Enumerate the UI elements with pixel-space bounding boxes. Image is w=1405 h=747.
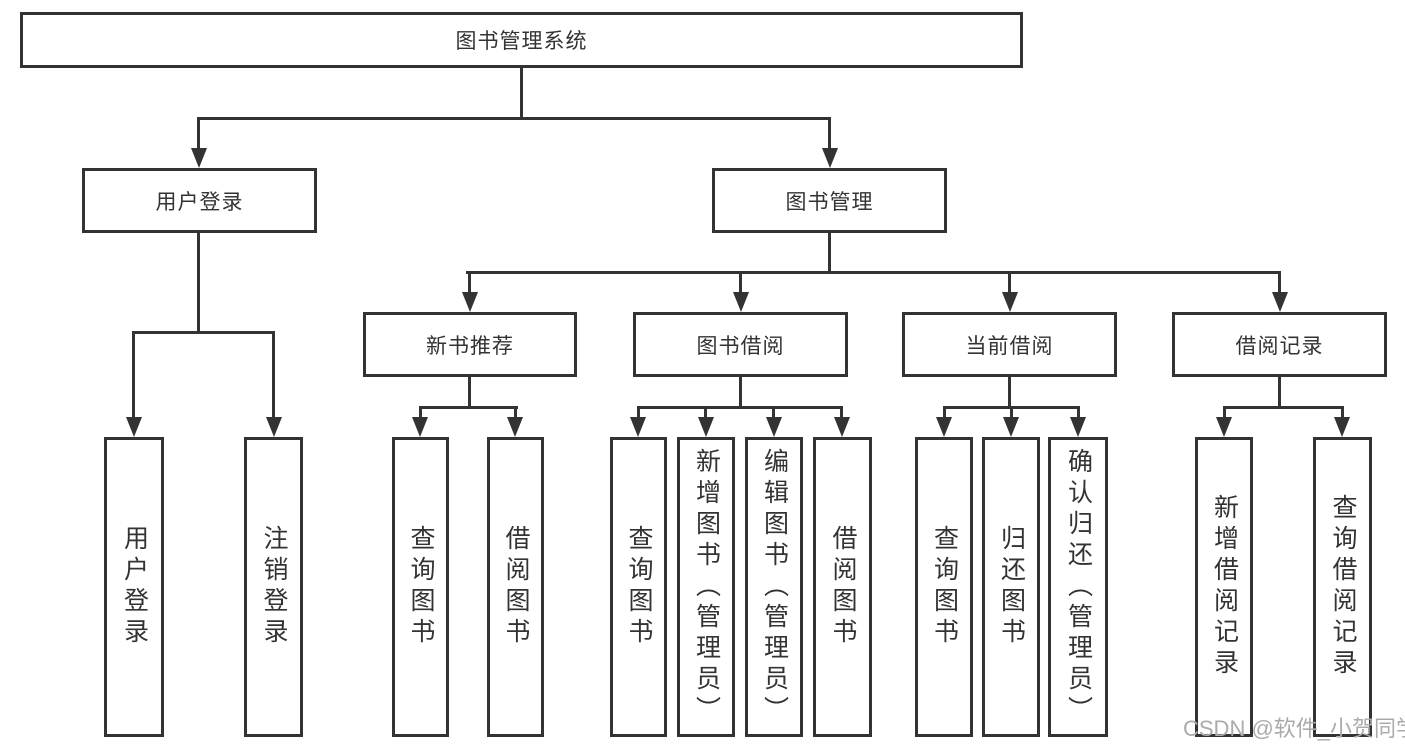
node-borrowing-records: 借阅记录 [1172,312,1387,377]
leaf-label: 注销登录 [260,525,288,649]
connector-line [1223,406,1226,419]
connector-line [132,331,275,334]
node-label: 新书推荐 [426,334,514,358]
arrow-down-icon [1002,292,1018,312]
node-label: 图书管理系统 [455,30,588,53]
connector-line [828,232,831,274]
connector-line [1278,271,1281,294]
leaf-label: 借阅图书 [502,525,530,649]
connector-line [1010,406,1013,419]
arrow-down-icon [834,417,850,437]
node-label: 借阅记录 [1235,334,1324,358]
connector-line [739,377,742,409]
connector-line [468,271,471,294]
connector-line [468,377,471,409]
connector-line [828,117,831,150]
leaf-label: 归还图书 [997,525,1026,649]
leaf-label: 确认归还（管理员） [1064,447,1093,727]
connector-line [1223,406,1344,409]
connector-line [197,117,831,120]
connector-line [943,406,946,419]
leaf-borrow-books: 借阅图书 [813,437,872,737]
leaf-borrow-books-recommend: 借阅图书 [487,437,544,737]
leaf-logout: 注销登录 [244,437,303,737]
leaf-confirm-return-admin: 确认归还（管理员） [1048,437,1108,737]
leaf-label: 新增图书（管理员） [692,447,721,727]
connector-line [637,406,640,419]
node-label: 当前借阅 [965,334,1054,358]
connector-line [1341,406,1344,419]
leaf-label: 查询借阅记录 [1329,494,1357,680]
connector-line [197,233,200,334]
leaf-query-books-borrowing: 查询图书 [610,437,667,737]
connector-line [272,331,275,419]
leaf-query-books-current: 查询图书 [915,437,973,737]
leaf-return-books: 归还图书 [982,437,1040,737]
leaf-add-borrow-record: 新增借阅记录 [1195,437,1253,737]
leaf-label: 编辑图书（管理员） [760,447,789,727]
arrow-down-icon [766,417,782,437]
leaf-add-books-admin: 新增图书（管理员） [677,437,735,737]
arrow-down-icon [412,417,428,437]
connector-line [197,117,200,150]
node-label: 图书管理 [785,190,874,214]
leaf-label: 用户登录 [120,525,149,649]
connector-line [514,406,517,419]
arrow-down-icon [1272,292,1288,312]
connector-line [1008,271,1011,294]
connector-line [637,406,843,409]
arrow-down-icon [507,417,523,437]
connector-line [466,271,1281,274]
node-book-management-system: 图书管理系统 [20,12,1023,68]
node-book-borrowing: 图书借阅 [633,312,848,377]
arrow-down-icon [630,417,646,437]
node-current-borrowing: 当前借阅 [902,312,1117,377]
leaf-edit-books-admin: 编辑图书（管理员） [745,437,803,737]
connector-line [1278,377,1281,409]
arrow-down-icon [1070,417,1086,437]
leaf-label: 借阅图书 [829,525,857,649]
connector-line [704,406,707,419]
arrow-down-icon [126,417,142,437]
connector-line [1008,377,1011,409]
arrow-down-icon [191,148,207,168]
connector-line [132,331,135,419]
csdn-watermark: CSDN @软件_小贺同学 [1183,716,1405,741]
leaf-label: 新增借阅记录 [1210,494,1239,680]
node-label: 图书借阅 [696,334,785,358]
node-new-book-recommend: 新书推荐 [363,312,577,377]
connector-line [419,406,518,409]
arrow-down-icon [698,417,714,437]
leaf-label: 查询图书 [407,525,435,649]
node-label: 用户登录 [155,190,244,214]
connector-line [1077,406,1080,419]
arrow-down-icon [1216,417,1232,437]
arrow-down-icon [733,292,749,312]
leaf-user-login: 用户登录 [104,437,164,737]
leaf-label: 查询图书 [930,525,959,649]
connector-line [419,406,422,419]
node-user-login: 用户登录 [82,168,317,233]
arrow-down-icon [822,148,838,168]
connector-line [772,406,775,419]
arrow-down-icon [266,417,282,437]
arrow-down-icon [936,417,952,437]
connector-line [739,271,742,294]
leaf-query-borrow-record: 查询借阅记录 [1313,437,1372,737]
leaf-query-books-recommend: 查询图书 [392,437,449,737]
node-book-management: 图书管理 [712,168,947,233]
arrow-down-icon [462,292,478,312]
arrow-down-icon [1003,417,1019,437]
connector-line [520,66,523,120]
leaf-label: 查询图书 [625,525,653,649]
connector-line [840,406,843,419]
arrow-down-icon [1334,417,1350,437]
